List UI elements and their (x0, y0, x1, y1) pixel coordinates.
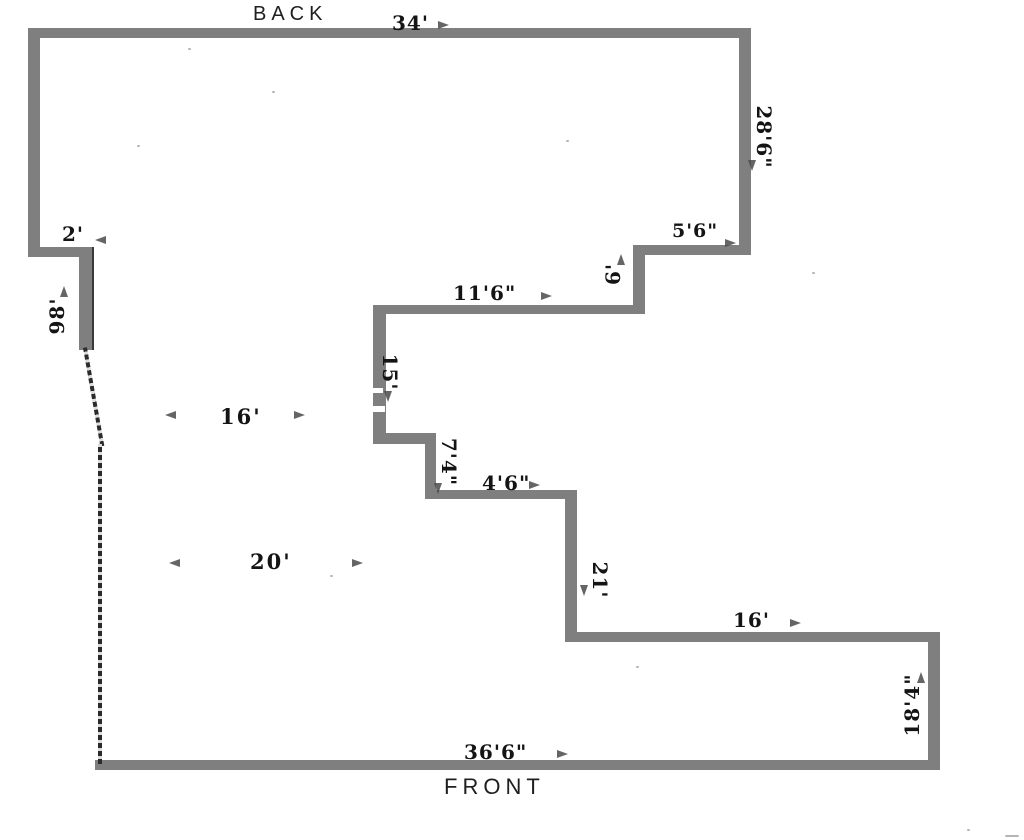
dim-label-36-6: 36'6" (464, 740, 528, 764)
dim-15-arrow-icon (384, 391, 392, 402)
scan-speckle (137, 145, 140, 147)
wall-bottom-16 (565, 632, 940, 642)
dim-4-6-arrow-icon (529, 481, 540, 489)
wall-right-28-6 (739, 28, 751, 255)
dim-36-6-arrow-icon (557, 750, 568, 758)
dim-7-4-arrow-icon (434, 483, 442, 494)
dim-6-arrow-icon (617, 254, 625, 265)
dim-label-21: 21' (588, 561, 612, 599)
wall-6 (633, 245, 645, 314)
dim-label-15: 15' (378, 353, 402, 391)
wall-step-15-bottom (373, 433, 436, 444)
dim-label-28-6: 28'6" (752, 105, 776, 169)
wall-step-5-6 (633, 245, 750, 255)
scan-speckle (636, 666, 639, 668)
dim-label-4-6: 4'6" (482, 471, 531, 495)
wall-front-36-6 (95, 760, 940, 770)
dim-98-arrow-icon (60, 286, 68, 297)
back-title: BACK (253, 3, 328, 25)
dim-18-4-arrow-icon (917, 672, 925, 683)
boundary-crease-lower (98, 444, 102, 764)
dim-34-arrow-icon (438, 21, 449, 29)
dim-28-6-arrow-icon (748, 160, 756, 171)
dim-label-20-interior: 20' (250, 549, 292, 574)
scan-speckle (1005, 835, 1019, 837)
dim-label-11-6: 11'6" (453, 281, 517, 305)
dim-16-bottom-arrow-icon (790, 619, 801, 627)
dim-5-6-arrow-icon (725, 239, 736, 247)
dim-16-interior-right-arrow-icon (294, 411, 305, 419)
dim-20-interior-right-arrow-icon (352, 559, 363, 567)
wall-right-18-4 (928, 632, 940, 770)
front-title: FRONT (444, 774, 545, 799)
scan-speckle (566, 140, 569, 142)
dim-label-98: 98' (45, 297, 69, 335)
scan-speckle (812, 272, 815, 274)
scan-notch (373, 406, 385, 412)
wall-4-6 (428, 490, 577, 499)
dim-label-16-bottom: 16' (733, 608, 770, 632)
wall-back-34 (28, 28, 751, 38)
scan-speckle (967, 829, 970, 831)
boundary-crease-slant (83, 347, 105, 447)
dim-label-34: 34' (392, 11, 429, 35)
scan-speckle (188, 48, 191, 50)
dim-label-7-4: 7'4" (437, 437, 461, 487)
dim-16-interior-left-arrow-icon (165, 411, 176, 419)
wall-7-4 (425, 433, 436, 499)
wall-21 (565, 495, 577, 642)
dim-label-5-6: 5'6" (672, 220, 719, 242)
dim-label-16-interior: 16' (220, 404, 262, 429)
dim-label-2: 2' (62, 222, 85, 246)
dim-11-6-arrow-icon (541, 292, 552, 300)
dim-2-arrow-icon (95, 236, 106, 244)
scan-speckle (330, 575, 333, 577)
scan-speckle (272, 91, 275, 93)
wall-step-2 (28, 247, 92, 257)
dim-label-6: 6' (601, 262, 625, 286)
dim-20-interior-left-arrow-icon (169, 559, 180, 567)
dim-21-arrow-icon (580, 585, 588, 596)
wall-11-6 (373, 305, 645, 314)
scan-notch (373, 388, 383, 393)
wall-left-98 (79, 247, 94, 350)
wall-left-upper (28, 28, 40, 257)
